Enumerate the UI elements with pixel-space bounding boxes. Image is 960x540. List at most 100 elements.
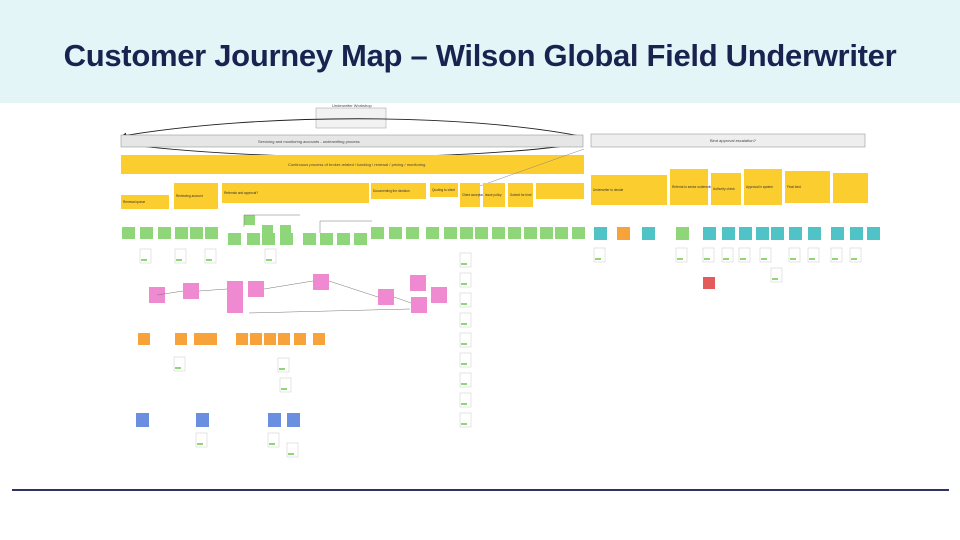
- right-sticky-note: [867, 227, 880, 240]
- note-card-tag: [461, 323, 467, 325]
- note-card: [195, 432, 208, 448]
- stage-box: [833, 173, 868, 203]
- right-sticky-note: [703, 227, 716, 240]
- note-card-tag: [281, 388, 287, 390]
- note-card-tag: [206, 259, 212, 261]
- orange-sticky-note: [264, 333, 276, 345]
- connector-line: [263, 280, 314, 290]
- pink-sticky-note: [183, 283, 199, 299]
- pink-sticky-note: [431, 287, 447, 303]
- note-card: [770, 267, 783, 283]
- note-card-tag: [288, 453, 294, 455]
- green-sticky-note: [190, 227, 203, 239]
- green-sticky-note: [303, 233, 316, 245]
- stage-label: Authority check: [713, 187, 735, 191]
- green-sticky-note: [262, 233, 275, 245]
- connector-line: [156, 290, 184, 296]
- note-card-tag: [677, 258, 683, 260]
- note-card-tag: [851, 258, 857, 260]
- orange-sticky-note: [194, 333, 206, 345]
- note-card-tag: [266, 259, 272, 261]
- right-sticky-note: [808, 227, 821, 240]
- green-sticky-note: [205, 227, 218, 239]
- right-sticky-note: [789, 227, 802, 240]
- note-card: [277, 357, 290, 373]
- red-sticky-note: [703, 277, 715, 289]
- green-sticky-note: [337, 233, 350, 245]
- pink-sticky-note: [378, 289, 394, 305]
- note-card: [849, 247, 862, 263]
- stage-label: Final bind: [787, 185, 801, 189]
- note-card-tag: [761, 258, 767, 260]
- stage-box: [430, 183, 458, 197]
- note-card-tag: [197, 443, 203, 445]
- note-card: [459, 412, 472, 428]
- blue-sticky-note: [268, 413, 281, 427]
- stage-label: Issue policy: [485, 193, 502, 197]
- phase-bar: [121, 155, 584, 174]
- lane-header-left: [120, 134, 584, 148]
- pink-sticky-note: [410, 275, 426, 291]
- note-card: [174, 248, 187, 264]
- right-sticky-note: [676, 227, 689, 240]
- note-card-tag: [723, 258, 729, 260]
- note-card: [279, 377, 292, 393]
- note-card: [788, 247, 801, 263]
- pink-sticky-note: [227, 281, 243, 297]
- orange-sticky-note: [278, 333, 290, 345]
- stage-box: [460, 183, 480, 207]
- right-sticky-note: [771, 227, 784, 240]
- connector-line: [198, 288, 228, 292]
- note-card: [459, 312, 472, 328]
- note-card-tag: [704, 258, 710, 260]
- pink-sticky-note: [411, 297, 427, 313]
- note-card: [459, 252, 472, 268]
- stage-box: [371, 183, 426, 199]
- note-card: [139, 248, 152, 264]
- blue-sticky-note: [287, 413, 300, 427]
- green-sticky-note: [524, 227, 537, 239]
- footer-rule: [12, 489, 949, 491]
- note-card: [204, 248, 217, 264]
- workshop-header-label: Underwriter Workshop: [332, 103, 372, 108]
- green-sticky-note: [475, 227, 488, 239]
- stage-box: [744, 169, 782, 205]
- right-sticky-note: [722, 227, 735, 240]
- green-sticky-note: [228, 233, 241, 245]
- note-card: [173, 356, 186, 372]
- pink-sticky-note: [227, 297, 243, 313]
- stage-box: [508, 183, 533, 207]
- orange-sticky-note: [236, 333, 248, 345]
- stage-label: Referrals and approval?: [224, 191, 258, 195]
- note-card: [738, 247, 751, 263]
- note-card: [459, 292, 472, 308]
- note-card: [675, 247, 688, 263]
- green-sticky-note: [280, 225, 291, 235]
- stage-label: Renewal queue: [123, 200, 145, 204]
- note-card: [459, 272, 472, 288]
- note-card: [459, 332, 472, 348]
- green-sticky-note: [140, 227, 153, 239]
- note-card-tag: [461, 263, 467, 265]
- note-card-tag: [461, 403, 467, 405]
- note-card: [807, 247, 820, 263]
- green-sticky-note: [158, 227, 171, 239]
- note-card-tag: [461, 423, 467, 425]
- green-sticky-note: [555, 227, 568, 239]
- right-sticky-note: [642, 227, 655, 240]
- note-card-tag: [790, 258, 796, 260]
- workshop-header-box: [315, 107, 387, 129]
- green-sticky-note: [460, 227, 473, 239]
- stage-label: Underwriter to decide: [593, 188, 624, 192]
- green-sticky-note: [389, 227, 402, 239]
- note-card-tag: [832, 258, 838, 260]
- note-card-tag: [461, 343, 467, 345]
- stage-label: Referral to senior underwriter: [672, 185, 714, 189]
- title-banner: [0, 0, 960, 103]
- stage-box: [483, 183, 505, 207]
- green-sticky-note: [572, 227, 585, 239]
- stage-box: [536, 183, 584, 199]
- note-card: [459, 372, 472, 388]
- green-sticky-note: [371, 227, 384, 239]
